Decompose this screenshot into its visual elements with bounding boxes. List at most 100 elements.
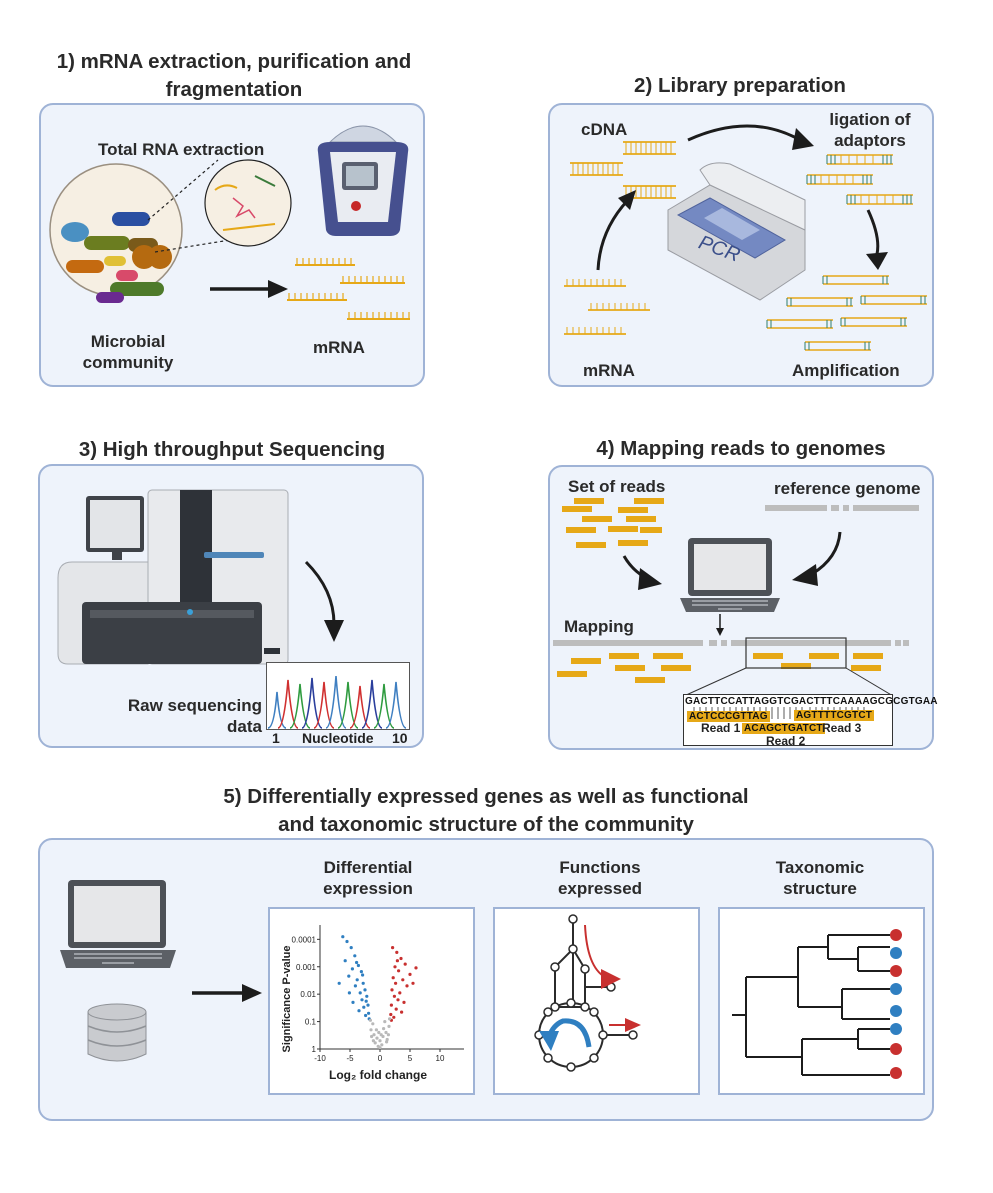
y-tick-label: 0.1 — [305, 1018, 317, 1027]
raw-line1: Raw sequencing — [127, 696, 262, 715]
x-tick-label: 10 — [436, 1054, 445, 1063]
mrna-strands-icon — [564, 279, 650, 335]
volcano-point — [394, 981, 398, 985]
metabolic-pathway-icon — [534, 914, 641, 1072]
taxonomic-heading: Taxonomic structure — [740, 857, 900, 899]
read3-sequence: AGTTTTCGTCT — [794, 710, 875, 721]
read2-sequence: ACAGCTGATCT — [742, 723, 825, 734]
rna-zoom-lines — [147, 159, 231, 253]
volcano-point — [394, 1007, 398, 1011]
total-rna-label: Total RNA extraction — [98, 140, 265, 159]
volcano-point — [396, 998, 400, 1002]
read1-sequence: ACTCCCGTTAG — [687, 711, 770, 722]
panel1-title-line2: fragmentation — [165, 78, 303, 101]
volcano-point — [397, 969, 401, 973]
volcano-point — [373, 1041, 377, 1045]
read1-label: Read 1 — [701, 721, 741, 735]
volcano-point — [385, 1040, 389, 1044]
volcano-point — [379, 1033, 383, 1037]
panel4-arrows — [622, 531, 842, 636]
volcano-point — [358, 991, 362, 995]
volcano-point — [392, 1015, 396, 1019]
panel1-arrow — [210, 280, 288, 298]
volcano-point — [355, 960, 359, 965]
diff-expression-heading: Differential expression — [288, 857, 448, 899]
volcano-point — [386, 1033, 390, 1037]
read2-seq-highlight: ACAGCTGATCT — [742, 723, 825, 734]
read2-label: Read 2 — [766, 734, 806, 748]
panel2-arrows — [596, 124, 888, 271]
chromatogram-axis-end: 10 — [392, 730, 408, 746]
panel5-arrow — [192, 984, 262, 1002]
volcano-point — [367, 1011, 371, 1015]
volcano-point — [390, 988, 394, 992]
volcano-point — [403, 962, 407, 966]
volcano-point — [393, 965, 397, 969]
volcano-point — [343, 959, 347, 963]
reference-sequence: GACTTCCATTAGGTCGACTTTCAAAAGCGCGTGAA — [685, 696, 938, 707]
volcano-point — [347, 991, 351, 995]
microbial-community-label: Microbial community — [68, 331, 188, 373]
x-axis-label: Log₂ fold change — [329, 1068, 427, 1082]
amplified-strands-icon — [766, 275, 927, 351]
volcano-point — [341, 935, 345, 939]
functions-box — [493, 907, 700, 1095]
volcano-point — [402, 1000, 406, 1004]
y-tick-label: 0.01 — [300, 990, 316, 999]
ligation-label: ligation of adaptors — [815, 109, 925, 151]
volcano-point — [353, 954, 357, 958]
cdna-label: cDNA — [581, 120, 628, 139]
panel5-title: 5) Differentially expressed genes as wel… — [120, 783, 852, 839]
x-tick-label: 5 — [408, 1054, 413, 1063]
volcano-point — [382, 1027, 386, 1031]
volcano-point — [349, 946, 353, 950]
volcano-point — [353, 984, 357, 988]
ligation-line1: ligation of — [829, 110, 911, 129]
panel5-title-line1: 5) Differentially expressed genes as wel… — [223, 785, 749, 808]
volcano-point — [378, 1046, 382, 1050]
read3-label: Read 3 — [822, 721, 862, 735]
volcano-point — [378, 1039, 382, 1043]
chromatogram-axis-start: 1 — [272, 730, 280, 746]
tax-heading-line1: Taxonomic — [775, 858, 865, 877]
panel1-title-line1: 1) mRNA extraction, purification and — [56, 50, 412, 73]
taxonomy-box — [718, 907, 925, 1095]
volcano-point — [374, 1028, 378, 1032]
volcano-point — [365, 994, 369, 998]
volcano-point — [350, 967, 354, 971]
read-set-icon — [562, 498, 664, 548]
y-tick-label: 0.0001 — [292, 935, 317, 944]
laptop-icon-analysis — [60, 880, 176, 968]
volcano-point — [363, 988, 367, 992]
volcano-point — [361, 981, 365, 985]
volcano-point — [408, 972, 412, 976]
panel3-arrow — [304, 560, 344, 642]
volcano-point — [357, 1009, 361, 1013]
y-tick-label: 0.001 — [296, 963, 317, 972]
volcano-point — [377, 1030, 381, 1035]
volcano-point — [401, 978, 405, 982]
volcano-plot-box — [268, 907, 475, 1095]
volcano-point — [398, 991, 402, 995]
volcano-point — [391, 946, 395, 950]
y-axis-label: Significance P-value — [281, 946, 293, 1053]
diff-heading-line1: Differential — [323, 858, 413, 877]
rna-zoom-icon — [204, 159, 292, 247]
amplification-label: Amplification — [792, 361, 900, 380]
mapping-label: Mapping — [564, 617, 634, 636]
volcano-point — [389, 1003, 393, 1007]
pcr-machine-icon — [667, 162, 806, 301]
microbial-label-line1: Microbial — [90, 332, 166, 351]
x-tick-label: 0 — [378, 1054, 383, 1063]
volcano-point — [399, 956, 403, 961]
volcano-point — [372, 1033, 376, 1037]
volcano-point — [345, 939, 349, 944]
read1-seq-highlight: ACTCCCGTTAG — [687, 711, 770, 722]
volcano-point — [389, 1012, 393, 1017]
volcano-point — [395, 950, 399, 954]
volcano-point — [392, 994, 396, 998]
raw-line2: data — [227, 717, 262, 736]
panel3-title: 3) High throughput Sequencing — [78, 438, 386, 461]
volcano-point — [361, 973, 365, 977]
volcano-point — [375, 1036, 379, 1040]
